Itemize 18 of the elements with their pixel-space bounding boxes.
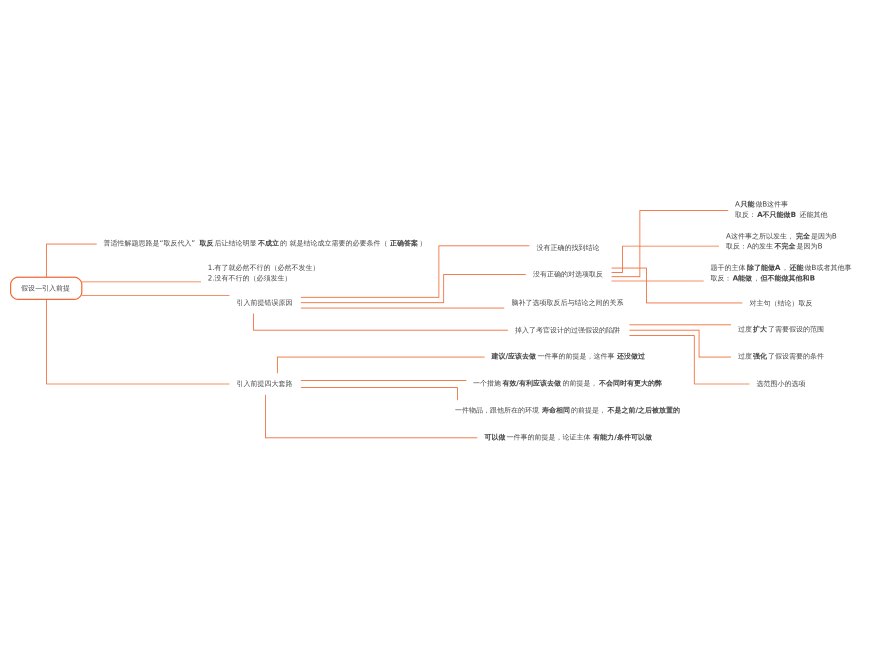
- connector: [81, 280, 202, 282]
- connector: [611, 267, 743, 303]
- connector: [46, 243, 98, 278]
- connector: [300, 386, 458, 400]
- connector: [300, 274, 526, 303]
- connector: [265, 394, 478, 438]
- connector: [46, 298, 230, 384]
- connector: [629, 324, 732, 325]
- connector: [611, 245, 720, 272]
- connector: [611, 280, 704, 281]
- connector: [276, 356, 486, 374]
- connector: [253, 312, 508, 330]
- connector: [629, 334, 750, 384]
- connector: [300, 244, 530, 298]
- connector: [81, 294, 230, 296]
- connector: [629, 329, 732, 358]
- connector: [611, 210, 729, 277]
- connector: [300, 307, 505, 308]
